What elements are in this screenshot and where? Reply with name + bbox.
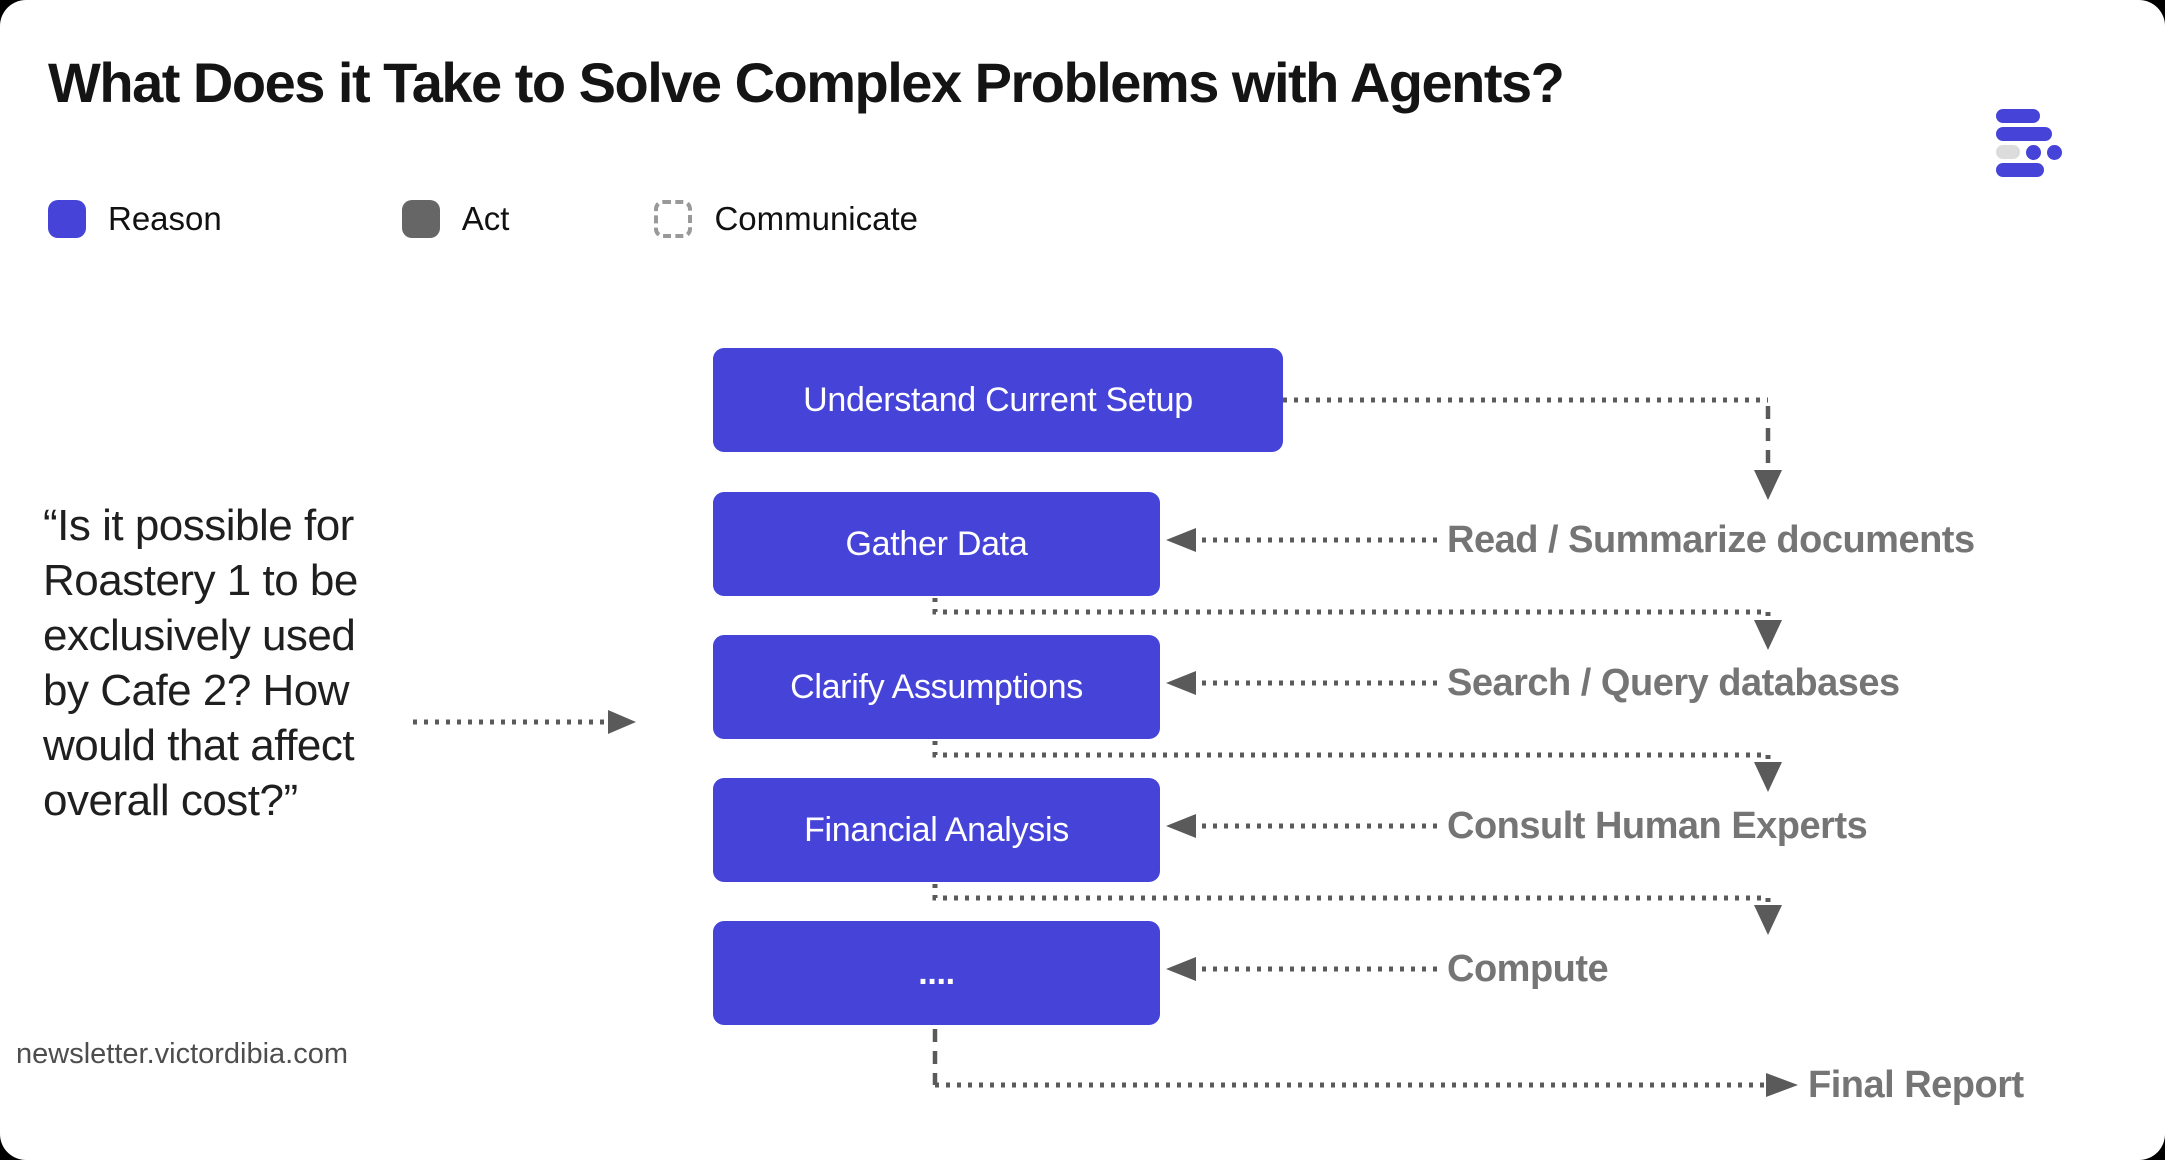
brand-logo-icon	[1996, 109, 2066, 179]
action-label-read-summarize: Read / Summarize documents	[1447, 519, 1975, 561]
logo-bar-second	[1996, 127, 2052, 141]
logo-dot	[2026, 145, 2041, 160]
step-label: Clarify Assumptions	[790, 667, 1083, 706]
left-arrowhead-icon	[1166, 671, 1196, 695]
step-box-ellipsis: ....	[713, 921, 1160, 1025]
action-label-compute: Compute	[1447, 948, 1609, 990]
action-label-consult-experts: Consult Human Experts	[1447, 805, 1868, 847]
down-arrowhead-icon	[1754, 470, 1782, 500]
down-arrowhead-icon	[1754, 905, 1782, 935]
logo-bar-bottom	[1996, 163, 2044, 177]
legend: Reason Act Communicate	[48, 200, 918, 238]
step-label: ....	[918, 953, 955, 992]
down-arrowhead-icon	[1754, 762, 1782, 792]
elbow-step3	[932, 741, 1771, 762]
logo-bar-top	[1996, 109, 2040, 123]
legend-label-reason: Reason	[108, 200, 222, 237]
action-label-search-query: Search / Query databases	[1447, 662, 1900, 704]
logo-bar-gray	[1996, 145, 2020, 159]
step-box-gather-data: Gather Data	[713, 492, 1160, 596]
step-label: Financial Analysis	[804, 810, 1069, 849]
query-arrowhead-icon	[608, 710, 636, 734]
newsletter-url: newsletter.victordibia.com	[16, 1038, 349, 1070]
legend-item-reason: Reason	[48, 200, 222, 238]
page-title: What Does it Take to Solve Complex Probl…	[48, 51, 1565, 114]
elbow-step2	[932, 598, 1771, 620]
act-swatch-icon	[401, 200, 440, 238]
final-report-label: Final Report	[1808, 1064, 2024, 1106]
legend-label-act: Act	[461, 200, 510, 237]
logo-dot	[2047, 145, 2062, 160]
step-box-understand-current-setup: Understand Current Setup	[713, 348, 1283, 452]
legend-item-act: Act	[401, 200, 510, 238]
right-arrowhead-icon	[1766, 1073, 1798, 1097]
left-arrowhead-icon	[1166, 814, 1196, 838]
legend-item-communicate: Communicate	[654, 200, 918, 238]
down-arrowhead-icon	[1754, 620, 1782, 650]
step-box-clarify-assumptions: Clarify Assumptions	[713, 635, 1160, 739]
elbow-step4	[932, 884, 1771, 905]
step-box-financial-analysis: Financial Analysis	[713, 778, 1160, 882]
legend-label-communicate: Communicate	[714, 200, 919, 237]
reason-swatch-icon	[48, 200, 86, 238]
left-arrowhead-icon	[1166, 957, 1196, 981]
step-label: Gather Data	[845, 524, 1028, 563]
left-arrowhead-icon	[1166, 528, 1196, 552]
user-query-text: “Is it possible for Roastery 1 to be exc…	[43, 501, 358, 825]
communicate-swatch-icon	[654, 200, 693, 238]
step-label: Understand Current Setup	[803, 380, 1193, 419]
